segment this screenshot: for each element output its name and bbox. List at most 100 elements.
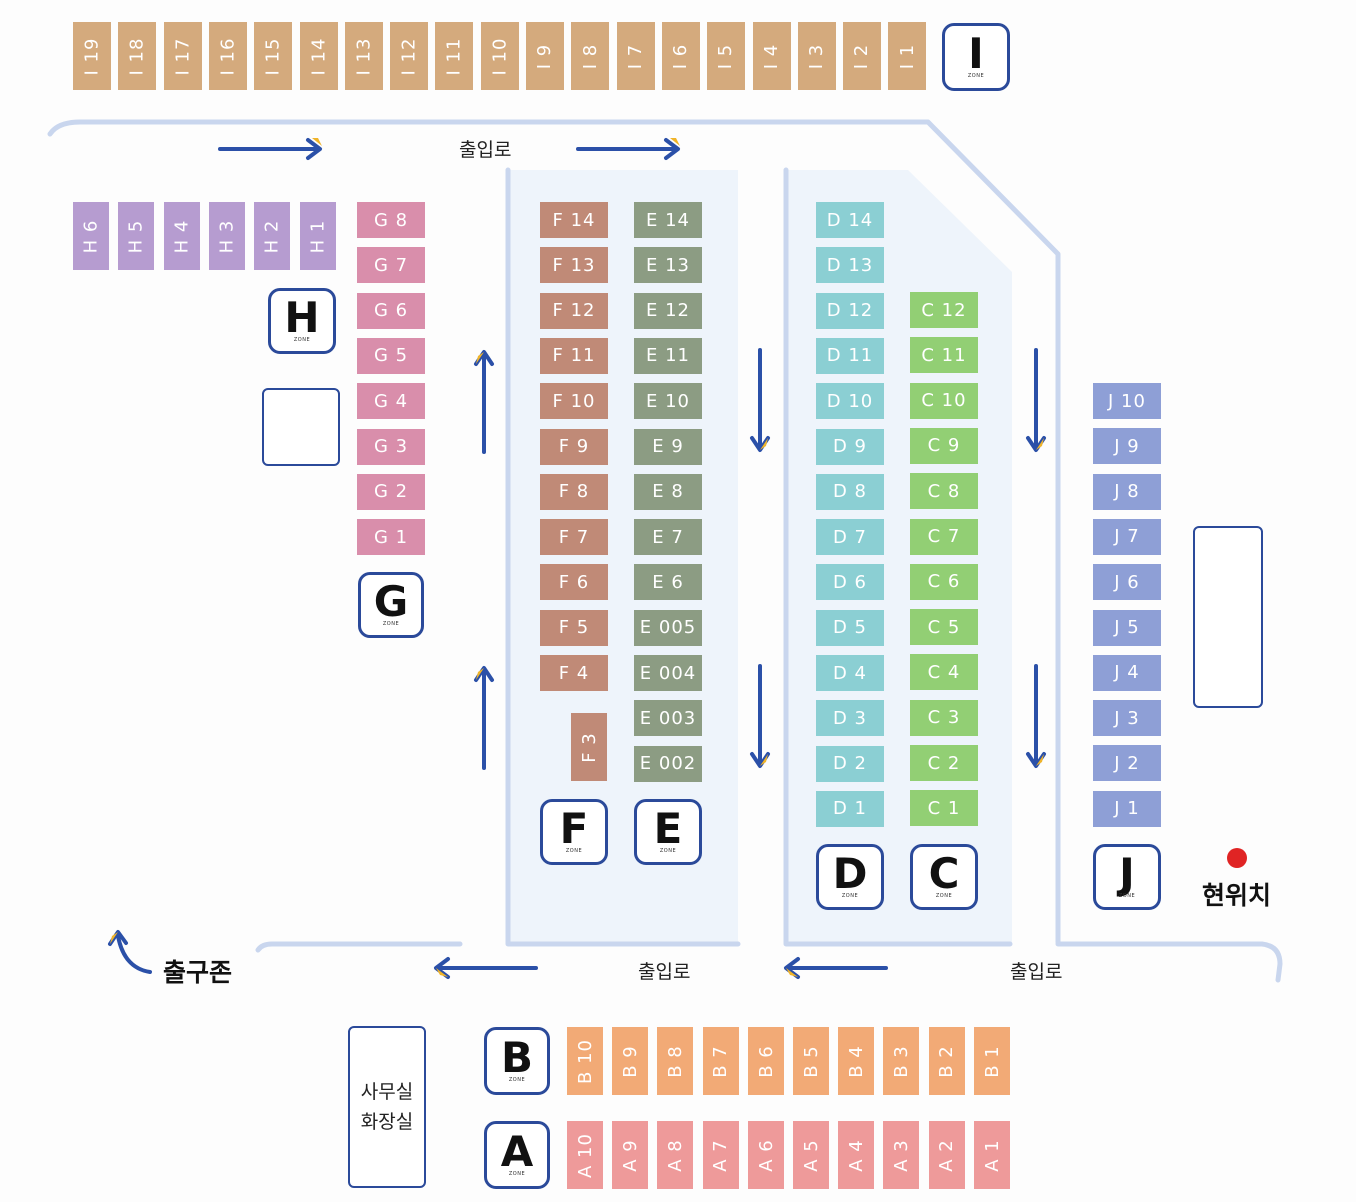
stall-b9[interactable]: B 9 <box>612 1027 649 1095</box>
stall-i2[interactable]: I 2 <box>843 22 882 90</box>
stall-d3[interactable]: D 3 <box>816 700 884 737</box>
stall-d5[interactable]: D 5 <box>816 609 884 646</box>
stall-j1[interactable]: J 1 <box>1093 790 1161 827</box>
stall-j6[interactable]: J 6 <box>1093 564 1161 601</box>
stall-j5[interactable]: J 5 <box>1093 609 1161 646</box>
stall-i13[interactable]: I 13 <box>344 22 383 90</box>
stall-a1[interactable]: A 1 <box>973 1121 1010 1189</box>
stall-h4[interactable]: H 4 <box>163 202 200 270</box>
stall-f12[interactable]: F 12 <box>540 292 608 329</box>
stall-b6[interactable]: B 6 <box>747 1027 784 1095</box>
stall-e11[interactable]: E 11 <box>634 337 702 374</box>
stall-h3[interactable]: H 3 <box>208 202 245 270</box>
stall-a2[interactable]: A 2 <box>928 1121 965 1189</box>
stall-b1[interactable]: B 1 <box>973 1027 1010 1095</box>
stall-d11[interactable]: D 11 <box>816 337 884 374</box>
stall-c9[interactable]: C 9 <box>910 427 978 464</box>
stall-d6[interactable]: D 6 <box>816 564 884 601</box>
stall-a10[interactable]: A 10 <box>567 1121 603 1189</box>
office-restroom[interactable]: 사무실 화장실 <box>348 1026 426 1188</box>
stall-b2[interactable]: B 2 <box>928 1027 965 1095</box>
stall-d10[interactable]: D 10 <box>816 383 884 420</box>
stall-i1[interactable]: I 1 <box>888 22 927 90</box>
stall-g6[interactable]: G 6 <box>357 292 425 329</box>
stall-g8[interactable]: G 8 <box>357 202 425 238</box>
stall-f10[interactable]: F 10 <box>540 383 608 420</box>
stall-i8[interactable]: I 8 <box>571 22 610 90</box>
stall-j8[interactable]: J 8 <box>1093 473 1161 510</box>
stall-i12[interactable]: I 12 <box>390 22 429 90</box>
stall-e12[interactable]: E 12 <box>634 292 702 329</box>
stall-a4[interactable]: A 4 <box>838 1121 875 1189</box>
stall-b5[interactable]: B 5 <box>793 1027 829 1095</box>
stall-c12[interactable]: C 12 <box>910 292 978 328</box>
stall-e005[interactable]: E 005 <box>634 609 702 646</box>
stall-a3[interactable]: A 3 <box>883 1121 920 1189</box>
stall-b3[interactable]: B 3 <box>883 1027 920 1095</box>
stall-b8[interactable]: B 8 <box>657 1027 694 1095</box>
stall-c5[interactable]: C 5 <box>910 609 978 646</box>
stall-e002[interactable]: E 002 <box>634 745 702 782</box>
stall-g1[interactable]: G 1 <box>357 519 425 556</box>
stall-e13[interactable]: E 13 <box>634 247 702 284</box>
stall-d4[interactable]: D 4 <box>816 655 884 691</box>
stall-c10[interactable]: C 10 <box>910 382 978 419</box>
stall-h1[interactable]: H 1 <box>299 202 336 270</box>
stall-c4[interactable]: C 4 <box>910 654 978 691</box>
stall-i4[interactable]: I 4 <box>752 22 791 90</box>
stall-g5[interactable]: G 5 <box>357 337 425 374</box>
stall-i9[interactable]: I 9 <box>526 22 564 90</box>
stall-d1[interactable]: D 1 <box>816 790 884 827</box>
stall-e10[interactable]: E 10 <box>634 383 702 420</box>
stall-h6[interactable]: H 6 <box>73 202 109 270</box>
stall-g7[interactable]: G 7 <box>357 247 425 284</box>
stall-i17[interactable]: I 17 <box>163 22 202 90</box>
stall-a5[interactable]: A 5 <box>793 1121 829 1189</box>
stall-d9[interactable]: D 9 <box>816 428 884 465</box>
stall-j2[interactable]: J 2 <box>1093 745 1161 782</box>
stall-d7[interactable]: D 7 <box>816 519 884 556</box>
stall-i10[interactable]: I 10 <box>480 22 519 90</box>
stall-h2[interactable]: H 2 <box>254 202 291 270</box>
stall-c2[interactable]: C 2 <box>910 745 978 781</box>
stall-f11[interactable]: F 11 <box>540 337 608 374</box>
stall-j4[interactable]: J 4 <box>1093 654 1161 691</box>
stall-f9[interactable]: F 9 <box>540 428 608 465</box>
stall-d8[interactable]: D 8 <box>816 473 884 510</box>
stall-d2[interactable]: D 2 <box>816 745 884 782</box>
stall-i14[interactable]: I 14 <box>299 22 338 90</box>
stall-e9[interactable]: E 9 <box>634 428 702 465</box>
stall-g4[interactable]: G 4 <box>357 383 425 420</box>
stall-e7[interactable]: E 7 <box>634 519 702 556</box>
stall-i5[interactable]: I 5 <box>707 22 746 90</box>
stall-h5[interactable]: H 5 <box>118 202 155 270</box>
stall-c7[interactable]: C 7 <box>910 518 978 555</box>
stall-j7[interactable]: J 7 <box>1093 518 1161 555</box>
stall-f5[interactable]: F 5 <box>540 609 608 646</box>
stall-e14[interactable]: E 14 <box>634 202 702 238</box>
stall-f7[interactable]: F 7 <box>540 519 608 556</box>
stall-i15[interactable]: I 15 <box>254 22 293 90</box>
stall-f6[interactable]: F 6 <box>540 564 608 601</box>
stall-f14[interactable]: F 14 <box>540 202 608 238</box>
stall-d13[interactable]: D 13 <box>816 247 884 284</box>
stall-e003[interactable]: E 003 <box>634 700 702 737</box>
stall-c11[interactable]: C 11 <box>910 337 978 374</box>
stall-c6[interactable]: C 6 <box>910 563 978 600</box>
stall-a6[interactable]: A 6 <box>747 1121 784 1189</box>
stall-c8[interactable]: C 8 <box>910 473 978 510</box>
stall-b10[interactable]: B 10 <box>567 1027 603 1095</box>
stall-i3[interactable]: I 3 <box>797 22 836 90</box>
stall-e6[interactable]: E 6 <box>634 564 702 601</box>
stall-f3[interactable]: F 3 <box>571 713 607 781</box>
